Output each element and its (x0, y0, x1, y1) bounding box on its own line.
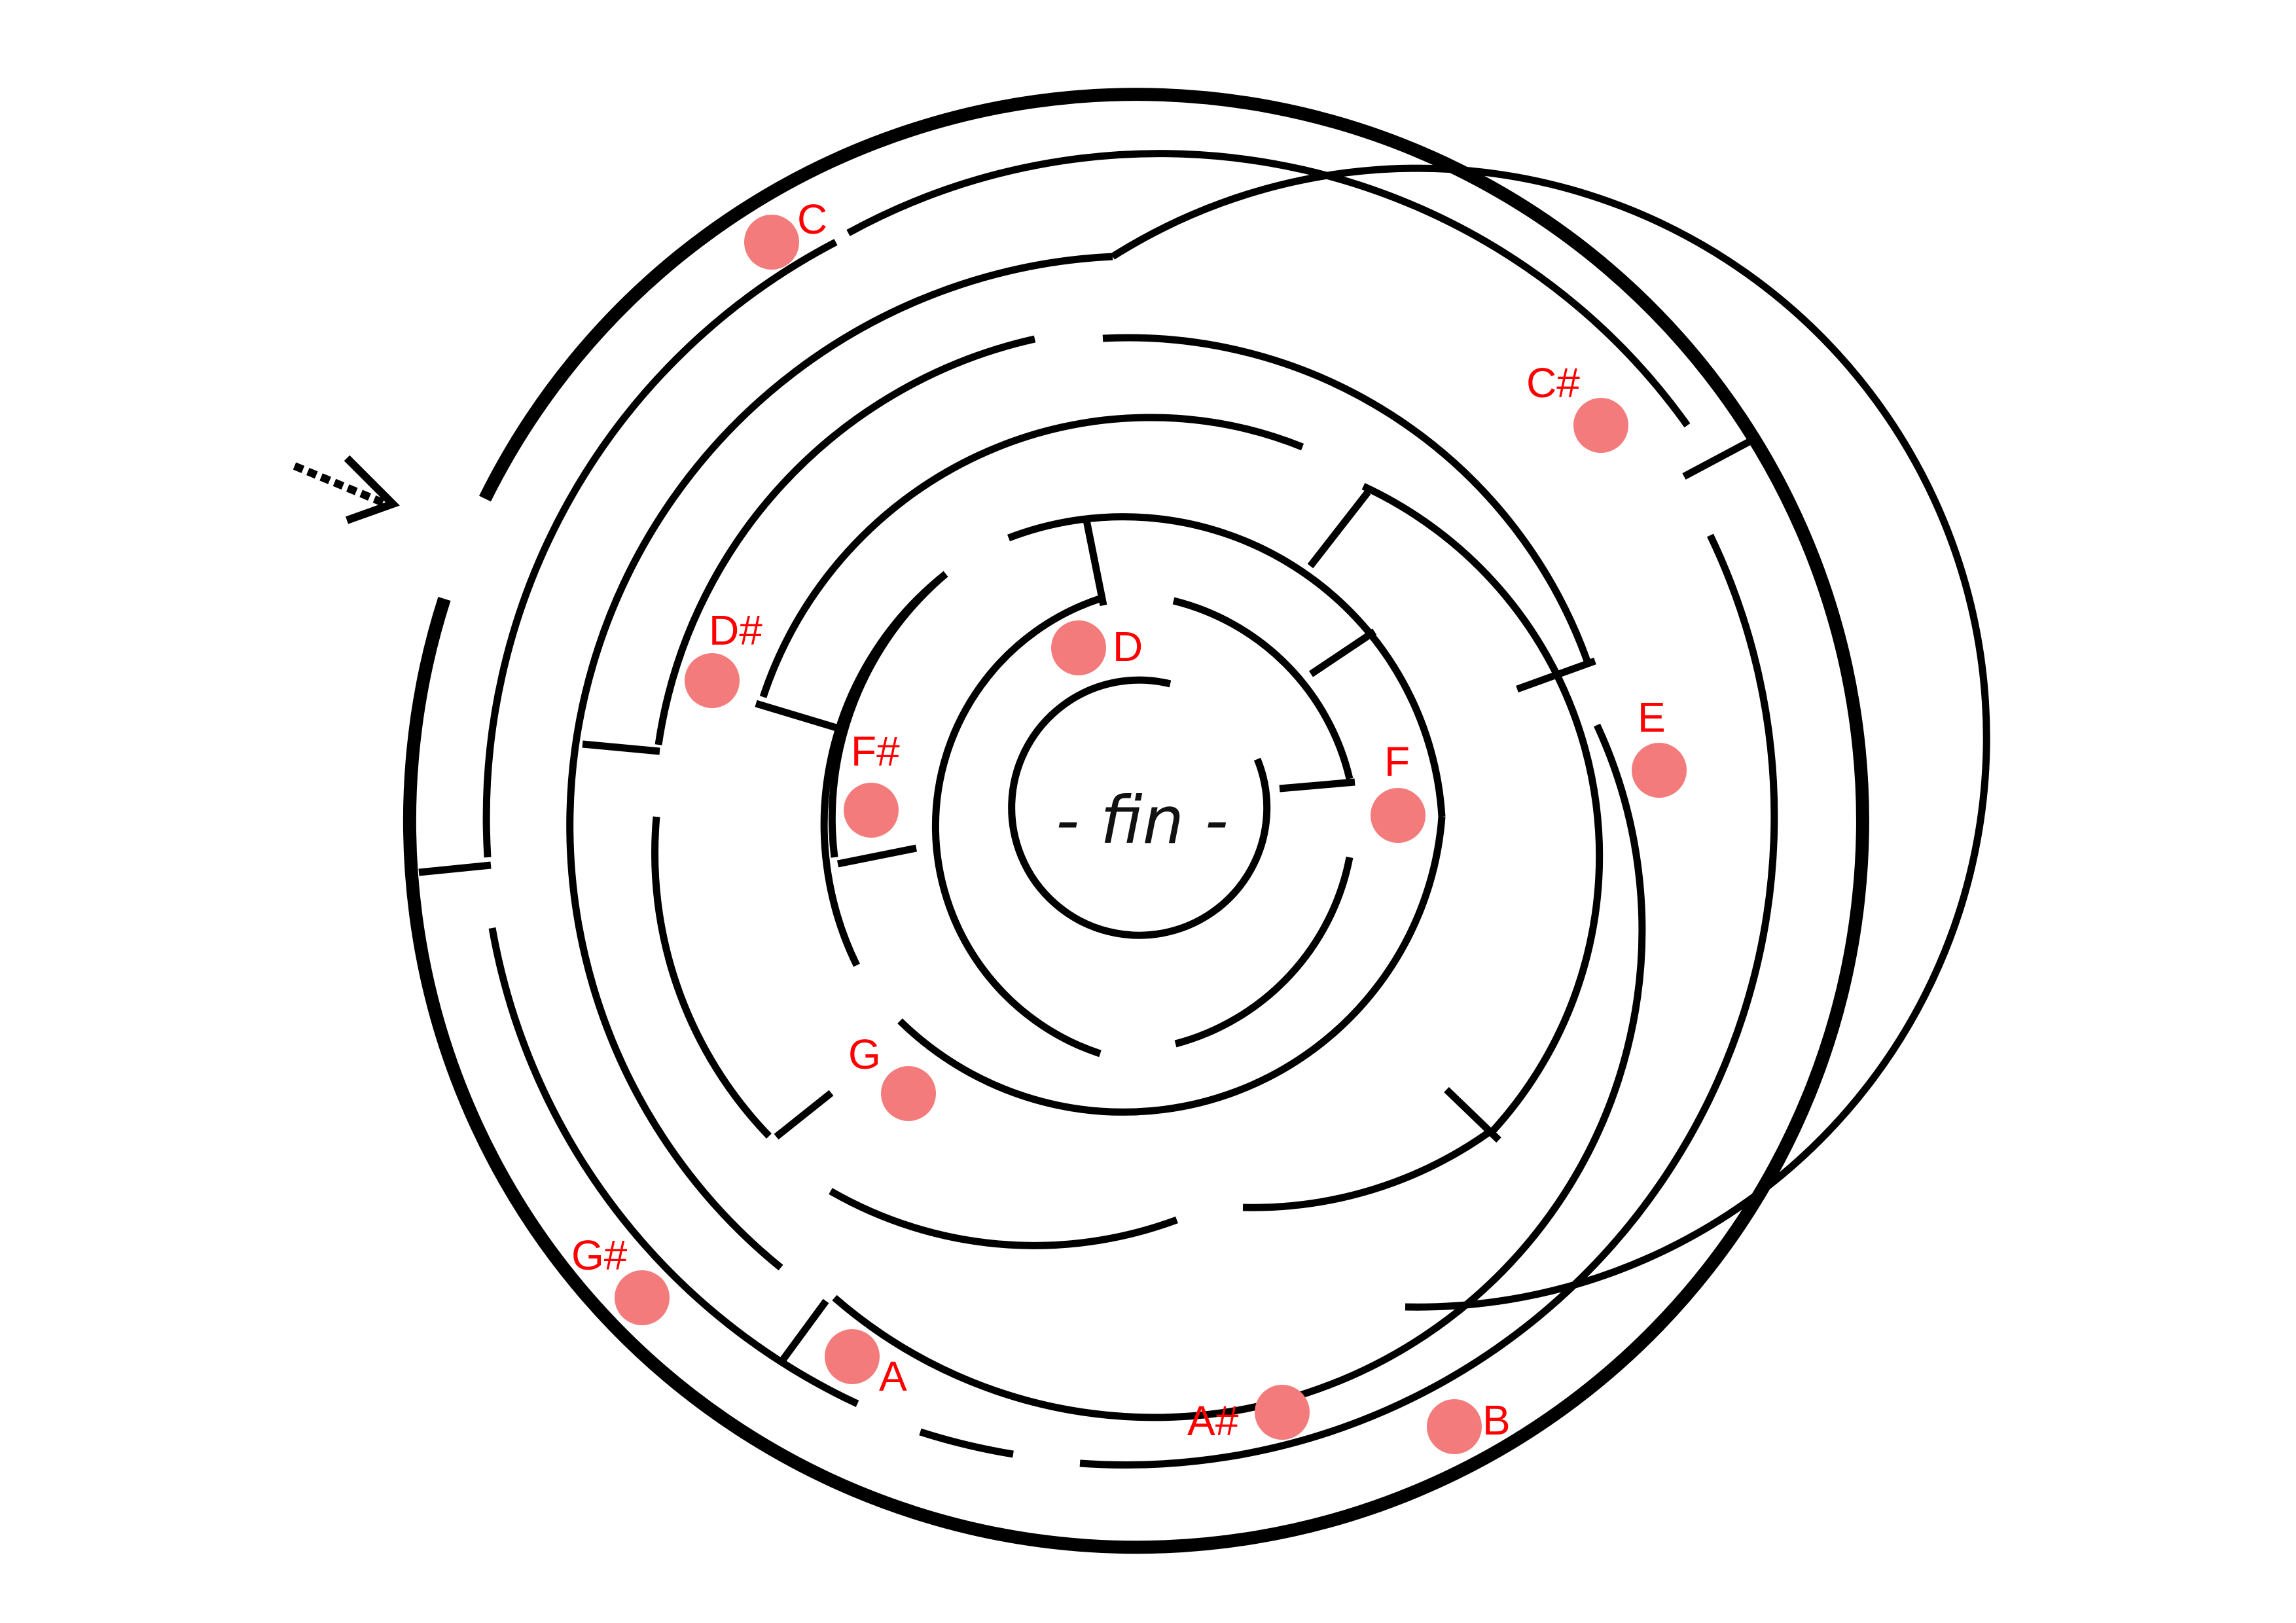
note-label: F (1384, 738, 1410, 785)
note-label: A (879, 1353, 907, 1400)
note-marker-Fs[interactable]: F# (844, 728, 900, 838)
note-marker-C[interactable]: C (744, 196, 827, 270)
note-dot[interactable] (615, 1270, 670, 1325)
note-marker-B[interactable]: B (1427, 1397, 1511, 1454)
note-marker-Ds[interactable]: D# (685, 607, 762, 708)
note-dot[interactable] (1427, 1399, 1482, 1454)
note-marker-Gs[interactable]: G# (571, 1232, 670, 1325)
maze-outer-wall (403, 88, 1869, 1554)
note-label: F# (851, 728, 900, 775)
note-dot[interactable] (1632, 743, 1687, 798)
note-dot[interactable] (1051, 620, 1106, 675)
note-marker-As[interactable]: A# (1187, 1385, 1310, 1444)
note-marker-E[interactable]: E (1632, 694, 1687, 798)
note-dot[interactable] (685, 653, 740, 708)
note-label: E (1638, 694, 1666, 741)
note-label: C (797, 196, 827, 243)
note-dot[interactable] (744, 215, 799, 270)
note-marker-G[interactable]: G (848, 1031, 936, 1121)
center-label: - fin - (1056, 782, 1229, 859)
note-label: D (1113, 623, 1143, 670)
note-dot[interactable] (1573, 398, 1628, 453)
note-marker-Cs[interactable]: C# (1526, 359, 1628, 453)
note-label: A# (1187, 1397, 1239, 1444)
dashed-arrow-icon (293, 455, 400, 524)
maze-walls (418, 150, 1990, 1469)
note-label: G (848, 1031, 881, 1078)
note-marker-F[interactable]: F (1371, 738, 1426, 843)
note-dot[interactable] (1255, 1385, 1310, 1440)
note-dot[interactable] (844, 783, 899, 838)
note-label: D# (709, 607, 762, 654)
note-dot[interactable] (825, 1329, 880, 1384)
note-marker-D[interactable]: D (1051, 620, 1143, 675)
note-dot[interactable] (881, 1066, 936, 1121)
note-label: C# (1526, 359, 1580, 406)
note-markers: C C# D D# E F F# G (571, 196, 1687, 1454)
note-label: G# (571, 1232, 628, 1279)
note-dot[interactable] (1371, 788, 1426, 843)
note-marker-A[interactable]: A (825, 1329, 907, 1400)
note-label: B (1482, 1397, 1511, 1444)
